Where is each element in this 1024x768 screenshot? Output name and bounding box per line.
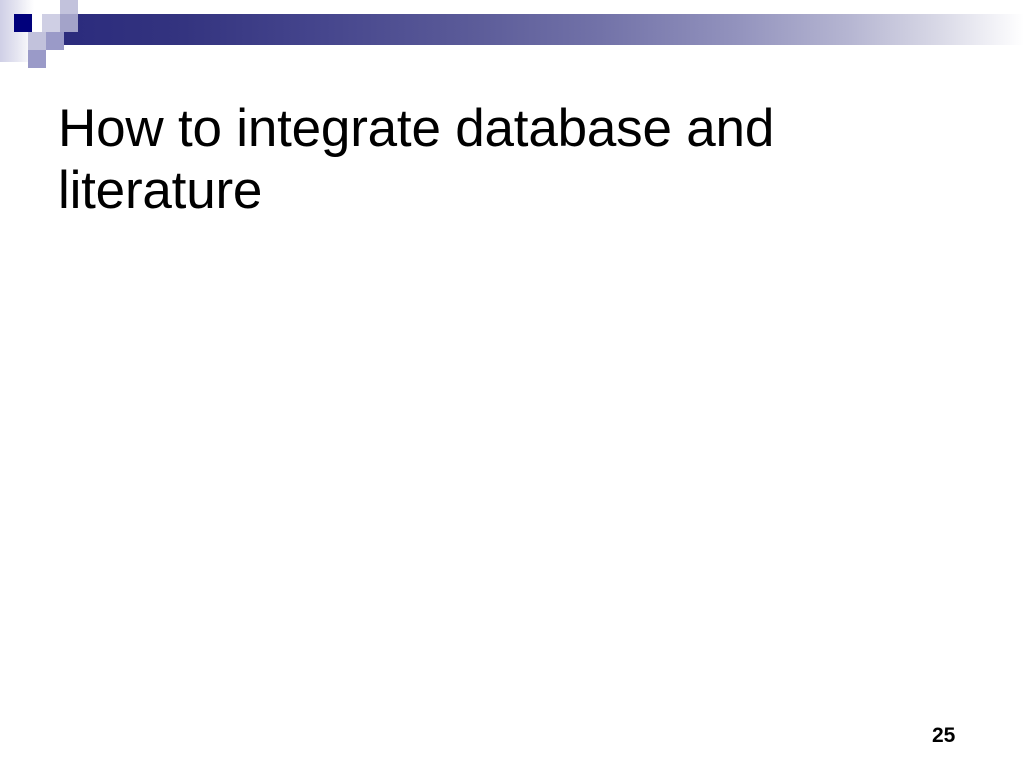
decorative-square-mid-b — [46, 32, 64, 50]
slide-title-line-1: How to integrate database and — [58, 98, 775, 158]
decorative-square-light-a — [28, 32, 46, 50]
decorative-square-dark-navy — [14, 14, 32, 32]
header-decoration — [0, 0, 1024, 80]
decorative-square-pale-top — [60, 0, 78, 18]
gradient-bar — [60, 14, 1024, 45]
page-number: 25 — [932, 724, 956, 747]
slide-title-line-2: literature — [58, 160, 263, 220]
decorative-square-pale-a — [42, 14, 60, 32]
slide-content-area — [58, 210, 964, 690]
decorative-square-mid-a — [60, 14, 78, 32]
decorative-square-light-b — [28, 50, 46, 68]
